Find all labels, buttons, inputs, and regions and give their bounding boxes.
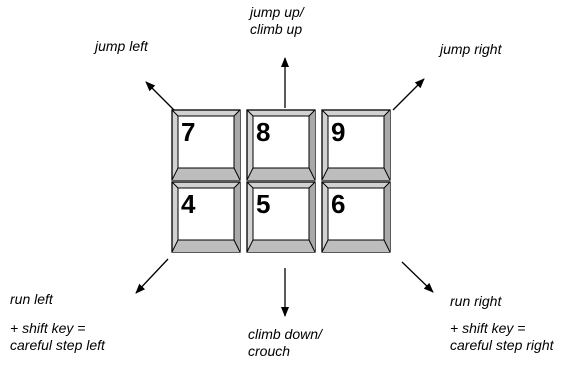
label-run-left-group: run left + shift key = careful step left [10, 291, 105, 354]
label-shift-right-line2: careful step right [450, 337, 554, 353]
label-jump-up-line2: climb up [250, 21, 303, 37]
label-run-left: run left [10, 291, 53, 307]
key-label-5: 5 [256, 189, 270, 219]
label-jump-left: jump left [95, 38, 148, 54]
key-label-7: 7 [181, 117, 195, 147]
key-label-8: 8 [256, 117, 270, 147]
label-shift-left-line1: + shift key = [10, 320, 86, 336]
key-8: 8 [246, 109, 316, 181]
key-label-9: 9 [331, 117, 345, 147]
arrow-jump-left [145, 81, 177, 113]
key-4: 4 [171, 181, 241, 253]
label-climb-down: climb down/ crouch [248, 326, 322, 360]
label-run-right: run right [450, 293, 502, 309]
arrow-run-left [135, 258, 169, 294]
label-shift-right-line1: + shift key = [450, 320, 526, 336]
keypad: 7 8 9 4 5 6 [171, 109, 391, 253]
key-9: 9 [321, 109, 391, 181]
arrow-jump-right [392, 78, 425, 111]
key-7: 7 [171, 109, 241, 181]
key-label-4: 4 [181, 189, 196, 219]
label-climb-down-line2: crouch [248, 343, 291, 359]
label-jump-right: jump right [440, 41, 502, 57]
key-6: 6 [321, 181, 391, 253]
label-climb-down-line1: climb down/ [248, 326, 322, 342]
key-5: 5 [246, 181, 316, 253]
arrow-run-right [401, 261, 434, 293]
label-shift-left-line2: careful step left [10, 337, 105, 353]
key-label-6: 6 [331, 189, 345, 219]
label-jump-up: jump up/ climb up [250, 4, 304, 38]
label-run-right-group: run right + shift key = careful step rig… [450, 293, 554, 354]
label-jump-up-line1: jump up/ [250, 4, 304, 20]
